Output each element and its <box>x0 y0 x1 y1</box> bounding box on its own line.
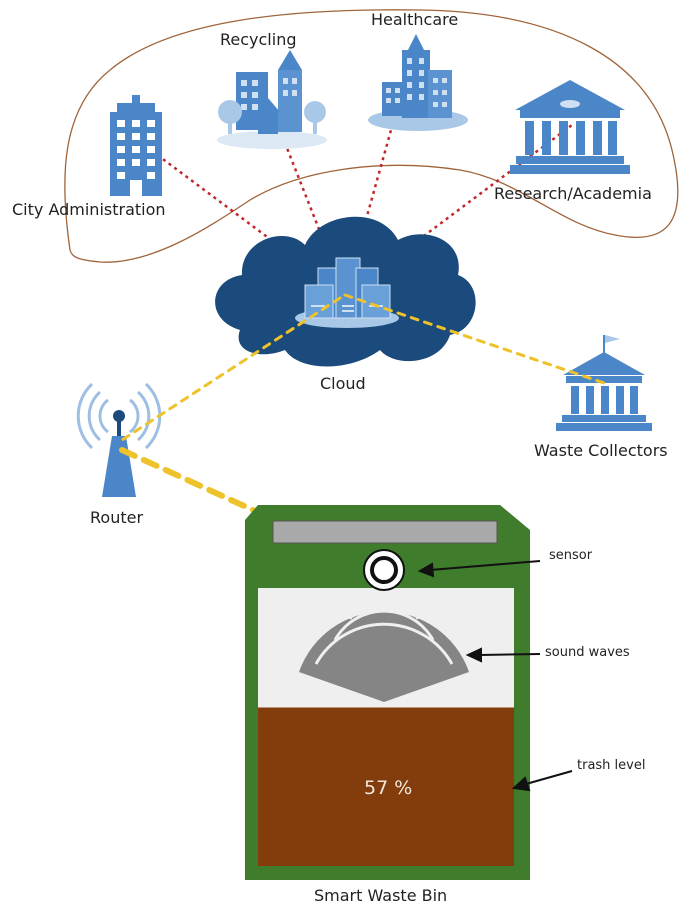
link-cloud-router <box>120 296 342 442</box>
label-smart-waste-bin: Smart Waste Bin <box>314 886 448 905</box>
smart-waste-bin <box>245 505 530 880</box>
callout-arrows <box>417 560 573 792</box>
trash-level-percent: 57 % <box>364 777 413 799</box>
cloud-server-icon <box>215 216 476 367</box>
label-cloud: Cloud <box>320 374 366 393</box>
recycling-city-icon <box>217 50 327 149</box>
link-research <box>344 123 573 297</box>
healthcare-building-icon <box>368 34 468 131</box>
bin-lid-slot <box>272 520 498 544</box>
arrow-trash-level <box>525 770 573 785</box>
arrow-sensor <box>429 560 541 571</box>
link-cloud-waste-collectors <box>343 293 606 385</box>
city-building-icon <box>110 95 162 196</box>
stakeholder-boundary <box>64 9 679 263</box>
label-sensor: sensor <box>549 548 593 563</box>
label-trash-level: trash level <box>577 758 646 773</box>
router-tower-icon <box>76 382 162 497</box>
label-sound-waves: sound waves <box>545 645 630 660</box>
link-healthcare <box>343 104 400 296</box>
academia-building-icon <box>510 80 630 174</box>
label-router: Router <box>90 508 144 527</box>
label-healthcare: Healthcare <box>371 10 459 29</box>
label-research-academia: Research/Academia <box>494 184 652 203</box>
sound-waves-icon <box>299 586 469 702</box>
label-waste-collectors: Waste Collectors <box>534 441 668 460</box>
ultrasonic-sensor-icon <box>363 549 405 591</box>
label-city-administration: City Administration <box>12 200 166 219</box>
trash-level-fill <box>258 707 514 866</box>
arrow-sound-waves <box>479 653 541 656</box>
waste-collector-building-icon <box>556 335 652 431</box>
label-recycling: Recycling <box>220 30 297 49</box>
